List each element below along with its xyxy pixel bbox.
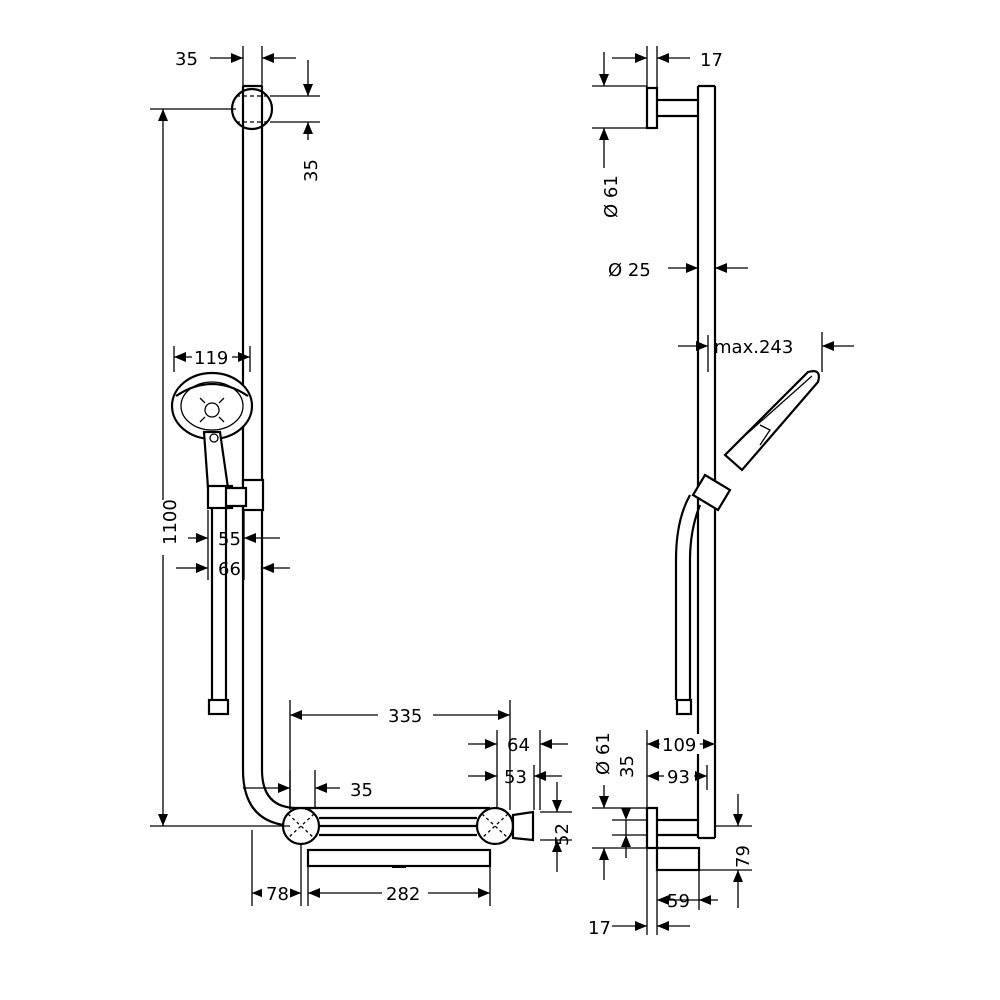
front-view: 35 35 1100 119 55 66 335 64 53 xyxy=(150,46,573,906)
slider-holder-front xyxy=(206,478,265,716)
shelf-side xyxy=(645,790,701,872)
dim-side-79: 79 xyxy=(733,845,754,868)
dim-side-diameter-25: Ø 25 xyxy=(608,260,651,281)
dim-tray-282: 282 xyxy=(386,884,420,905)
dim-top-width: 35 xyxy=(175,49,198,70)
dim-bottom-78: 78 xyxy=(266,884,289,905)
dim-side-bottom-17: 17 xyxy=(588,918,611,939)
dim-side-109: 109 xyxy=(662,735,696,756)
dim-shelf-right-53: 53 xyxy=(504,767,527,788)
dim-top-height: 35 xyxy=(301,159,322,182)
dim-holder-66: 66 xyxy=(218,559,241,580)
top-wall-mount-side xyxy=(645,86,659,130)
dim-side-diameter-61-bottom: Ø 61 xyxy=(593,732,614,775)
dim-head-width: 119 xyxy=(194,348,228,369)
top-wall-bracket xyxy=(230,87,274,131)
shower-head-front xyxy=(170,371,254,490)
dim-holder-55: 55 xyxy=(218,529,241,550)
dim-shelf-length: 335 xyxy=(388,706,422,727)
dim-total-height: 1100 xyxy=(160,499,181,545)
dim-shelf-height-52: 52 xyxy=(552,823,573,846)
shelf-front xyxy=(281,806,535,868)
dim-side-bottom-35: 35 xyxy=(617,755,638,778)
side-view: 17 Ø 61 Ø 25 max.243 Ø 61 35 109 93 xyxy=(588,46,854,939)
dim-shelf-right-64: 64 xyxy=(507,735,530,756)
handshower-side xyxy=(674,370,820,716)
shower-rail-side xyxy=(696,84,717,840)
dim-corner-35: 35 xyxy=(350,780,373,801)
dim-side-max-243: max.243 xyxy=(714,337,793,358)
dim-side-top-17: 17 xyxy=(700,50,723,71)
dim-side-59: 59 xyxy=(667,891,690,912)
dim-side-93: 93 xyxy=(667,767,690,788)
dim-side-diameter-61-top: Ø 61 xyxy=(601,175,622,218)
